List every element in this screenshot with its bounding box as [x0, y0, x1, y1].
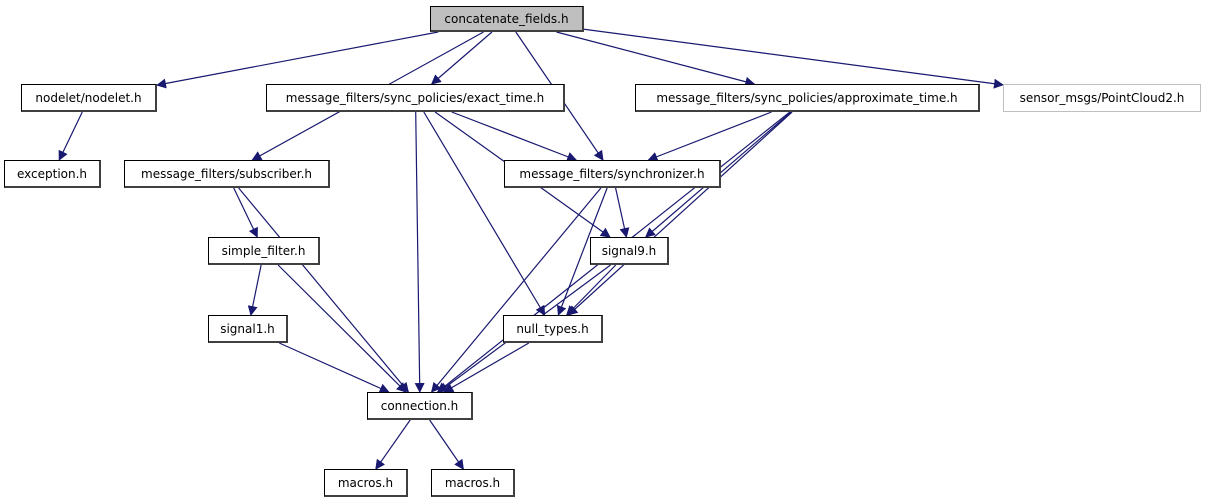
edge-n8-n12: [277, 264, 407, 393]
edge-n3-n8: [233, 187, 258, 238]
edge-n11-n12: [443, 342, 530, 393]
node-connection[interactable]: connection.h: [367, 392, 473, 420]
node-approximate-time[interactable]: message_filters/sync_policies/approximat…: [635, 84, 980, 112]
node-signal9[interactable]: signal9.h: [590, 237, 669, 265]
node-concatenate-fields[interactable]: concatenate_fields.h: [430, 6, 584, 32]
edge-n0-n7: [583, 28, 1004, 89]
edge-n10-n11: [566, 264, 617, 316]
edge-n5-n12: [430, 187, 602, 393]
edge-n5-n10: [615, 187, 630, 238]
node-macros-1[interactable]: macros.h: [324, 469, 408, 497]
edge-n12-n14: [429, 419, 464, 470]
edge-n4-n11: [423, 111, 546, 316]
node-simple-filter[interactable]: simple_filter.h: [208, 237, 320, 265]
edge-n4-n12: [414, 111, 425, 393]
edge-n1-n2: [58, 111, 83, 161]
edge-n12-n13: [375, 419, 411, 470]
node-macros-2[interactable]: macros.h: [431, 469, 515, 497]
edge-n9-n12: [279, 342, 390, 393]
edge-n0-n4: [430, 31, 493, 85]
node-nodelet[interactable]: nodelet/nodelet.h: [21, 84, 157, 112]
node-null-types[interactable]: null_types.h: [503, 315, 603, 343]
edge-n5-n11: [556, 187, 608, 316]
edge-n0-n6: [556, 31, 756, 87]
edge-n3-n12: [238, 187, 409, 393]
node-pointcloud2[interactable]: sensor_msgs/PointCloud2.h: [1003, 84, 1201, 112]
node-exception[interactable]: exception.h: [4, 160, 101, 188]
edge-n8-n9: [247, 264, 262, 316]
node-subscriber[interactable]: message_filters/subscriber.h: [124, 160, 330, 188]
edge-n6-n11: [567, 111, 793, 316]
edge-n4-n5: [451, 111, 578, 162]
node-exact-time[interactable]: message_filters/sync_policies/exact_time…: [266, 84, 565, 112]
edge-n6-n5: [647, 111, 772, 162]
node-signal1[interactable]: signal1.h: [208, 315, 288, 343]
node-synchronizer[interactable]: message_filters/synchronizer.h: [504, 160, 721, 188]
edge-n0-n1: [156, 31, 439, 89]
